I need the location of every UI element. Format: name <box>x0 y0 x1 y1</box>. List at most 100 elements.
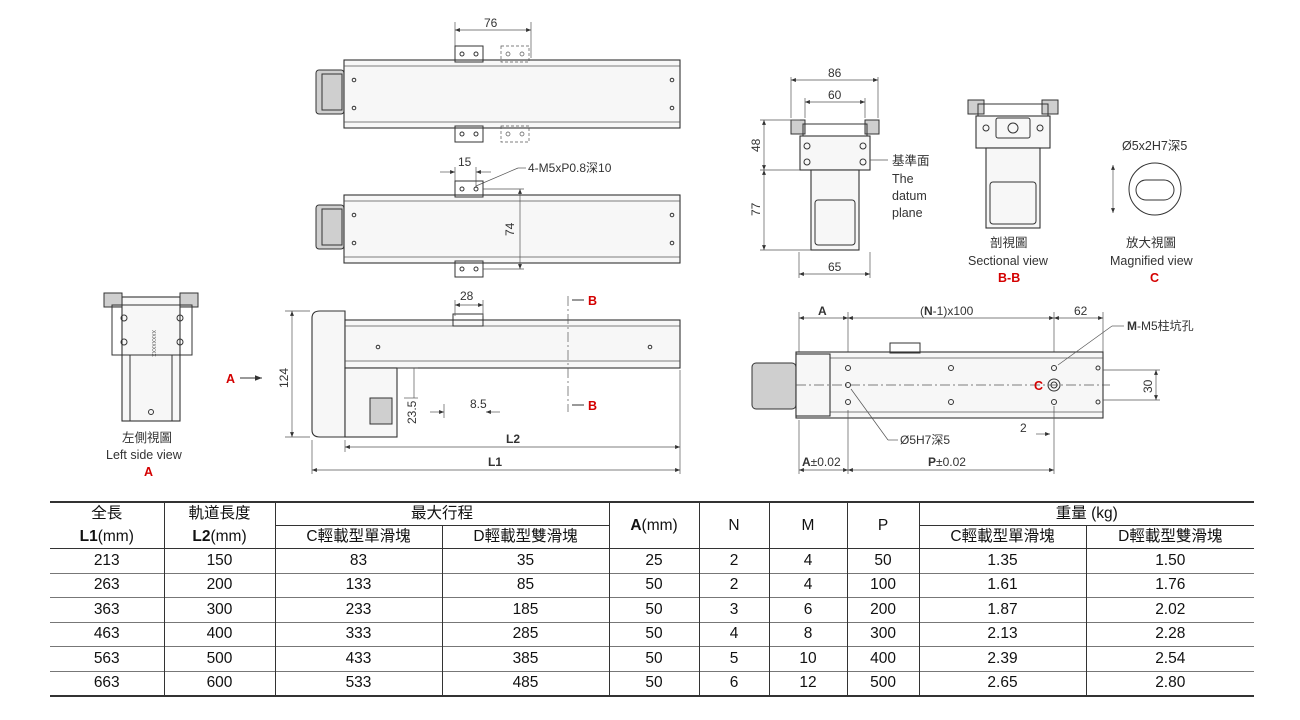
table-cell: 150 <box>163 548 275 573</box>
table-cell: 200 <box>163 572 275 598</box>
hole-note: 4-M5xP0.8深10 <box>528 161 612 175</box>
magnified-view: Ø5x2H7深5 放大視圖 Magnified view C <box>1110 139 1194 285</box>
table-cell: 1.61 <box>918 572 1087 598</box>
table-cell: 2.13 <box>918 621 1087 647</box>
left-view-caption-zh: 左側視圖 <box>122 430 172 445</box>
dim-l1: L1 <box>488 455 502 469</box>
bottom-dim-62: 62 <box>1074 304 1088 318</box>
bottom-dim-a: A <box>818 304 827 318</box>
section-caption-en: Sectional view <box>968 254 1049 268</box>
end-view: 86 60 48 77 65 基準面 The datum plane <box>749 66 930 278</box>
table-cell: 385 <box>441 646 610 671</box>
bottom-hole-m: M <box>1127 319 1137 333</box>
section-b-bottom: B <box>588 399 597 413</box>
col-l2: L2(mm) <box>163 525 275 549</box>
table-cell: 200 <box>846 597 920 622</box>
table-cell: 563 <box>50 646 164 671</box>
table-cell: 4 <box>768 572 848 598</box>
tol-p: P <box>928 455 936 469</box>
table-cell: 85 <box>441 572 610 598</box>
col-a: A(mm) <box>608 501 700 549</box>
spec-table: 全長 軌道長度 最大行程 A(mm) N M P 重量 (kg) L1(mm) … <box>50 501 1255 697</box>
table-cell: 400 <box>846 646 920 671</box>
table-cell: 1.35 <box>918 548 1087 573</box>
bottom-dim-2: 2 <box>1020 421 1027 435</box>
section-b-top: B <box>588 294 597 308</box>
table-cell: 83 <box>274 548 442 573</box>
table-cell: 263 <box>50 572 164 598</box>
table-cell: 5 <box>698 646 770 671</box>
table-cell: 2.54 <box>1085 646 1255 671</box>
table-cell: 2 <box>698 548 770 573</box>
section-caption-zh: 剖視圖 <box>990 235 1028 250</box>
col-stroke-c-single: C輕載型單滑塊 <box>274 525 442 549</box>
table-cell: 185 <box>441 597 610 622</box>
col-weight: 重量 (kg) <box>918 501 1255 526</box>
magnified-caption-zh: 放大視圖 <box>1126 235 1176 250</box>
table-cell: 6 <box>698 670 770 697</box>
table-cell: 485 <box>441 670 610 697</box>
dim-23-5: 23.5 <box>405 400 419 424</box>
table-cell: 533 <box>274 670 442 697</box>
table-cell: 433 <box>274 646 442 671</box>
table-cell: 35 <box>441 548 610 573</box>
section-arrow-a: A <box>226 372 235 386</box>
tol-a-rest: ±0.02 <box>811 455 841 469</box>
table-cell: 363 <box>50 597 164 622</box>
col-l2-zh: 軌道長度 <box>163 501 275 526</box>
table-cell: 500 <box>846 670 920 697</box>
table-cell: 4 <box>768 548 848 573</box>
table-cell: 2.80 <box>1085 670 1255 697</box>
table-cell: 133 <box>274 572 442 598</box>
bottom-hole-m-rest: -M5柱坑孔 <box>1137 318 1194 333</box>
table-cell: 50 <box>846 548 920 573</box>
table-cell: 1.76 <box>1085 572 1255 598</box>
table-cell: 10 <box>768 646 848 671</box>
table-cell: 8 <box>768 621 848 647</box>
table-row: 563 500 433 385 50 5 10 400 2.39 2.54 <box>50 646 1255 671</box>
datum-zh: 基準面 <box>892 153 930 168</box>
table-cell: 100 <box>846 572 920 598</box>
left-view-mark: A <box>144 465 153 479</box>
svg-text:M-M5柱坑孔: M-M5柱坑孔 <box>1127 318 1194 333</box>
dim-28: 28 <box>460 289 474 303</box>
table-cell: 233 <box>274 597 442 622</box>
table-cell: 400 <box>163 621 275 647</box>
col-weight-c-single: C輕載型單滑塊 <box>918 525 1087 549</box>
table-cell: 2.39 <box>918 646 1087 671</box>
magnified-caption-en: Magnified view <box>1110 254 1194 268</box>
svg-text:P±0.02: P±0.02 <box>928 455 966 469</box>
table-cell: 3 <box>698 597 770 622</box>
table-row: 363 300 233 185 50 3 6 200 1.87 2.02 <box>50 597 1255 622</box>
top-view-lower: 15 4-M5xP0.8深10 74 <box>315 155 681 278</box>
table-cell: 4 <box>698 621 770 647</box>
table-cell: 50 <box>608 646 700 671</box>
col-p: P <box>846 501 920 549</box>
col-l1: L1(mm) <box>50 525 164 549</box>
table-cell: 300 <box>163 597 275 622</box>
section-mark: B-B <box>998 271 1020 285</box>
bottom-dim-n: N <box>924 304 933 318</box>
bottom-mark-c: C <box>1034 379 1043 393</box>
dim-8-5: 8.5 <box>470 397 487 411</box>
table-cell: 2.28 <box>1085 621 1255 647</box>
col-l1-zh: 全長 <box>50 501 164 526</box>
table-cell: 1.87 <box>918 597 1087 622</box>
table-cell: 300 <box>846 621 920 647</box>
table-cell: 600 <box>163 670 275 697</box>
table-cell: 213 <box>93 551 120 569</box>
dim-74: 74 <box>503 222 517 236</box>
tol-a: A <box>802 455 811 469</box>
table-cell: 50 <box>608 597 700 622</box>
table-cell: 50 <box>608 621 700 647</box>
table-cell: 6 <box>768 597 848 622</box>
table-cell: 12 <box>768 670 848 697</box>
table-row: 663 600 533 485 50 6 12 500 2.65 2.80 <box>50 670 1255 697</box>
bottom-dim-n-rest: -1)x100 <box>933 304 974 318</box>
col-stroke: 最大行程 <box>274 501 610 526</box>
col-stroke-d-double: D輕載型雙滑塊 <box>441 525 610 549</box>
tol-p-rest: ±0.02 <box>936 455 966 469</box>
col-n: N <box>698 501 770 549</box>
dim-48: 48 <box>749 138 763 152</box>
dim-65: 65 <box>828 260 842 274</box>
